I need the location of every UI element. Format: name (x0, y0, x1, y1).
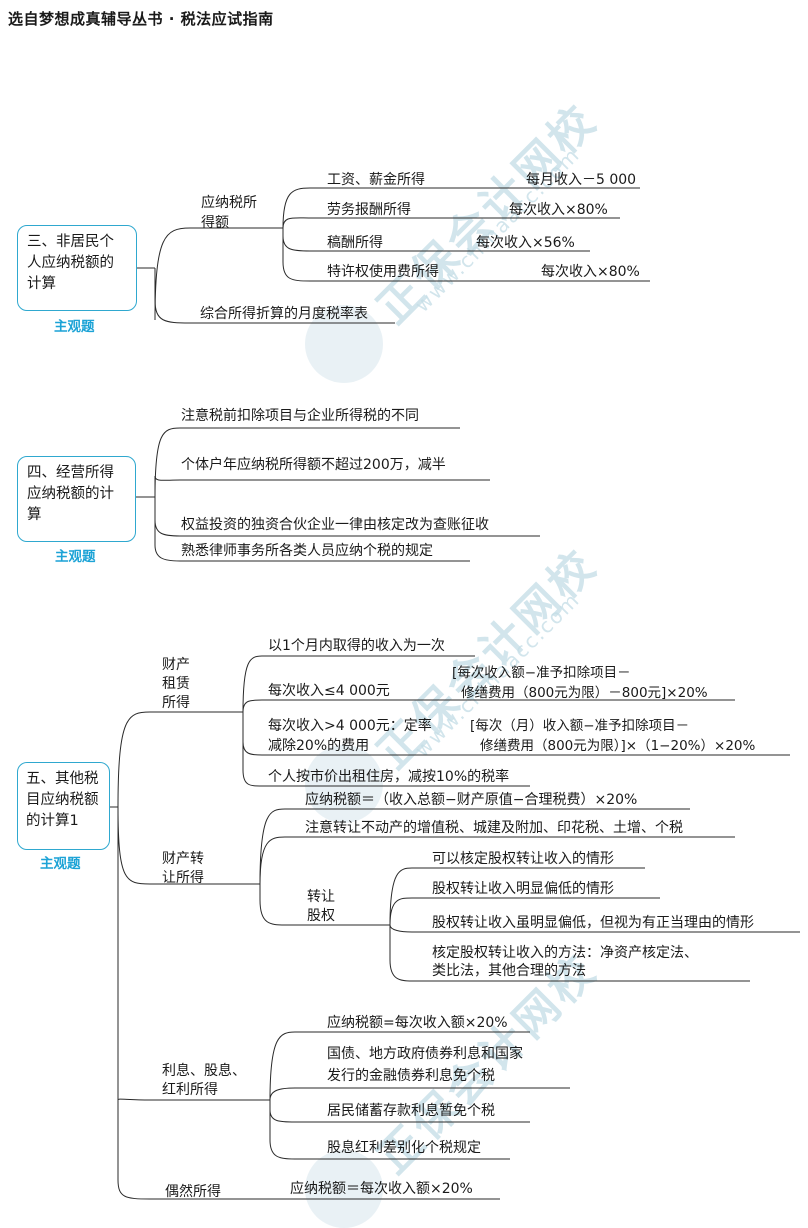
section3-item-value: 每次收入×56% (476, 235, 575, 251)
section3-topic-box: 三、非居民个人应纳税额的计算 (17, 225, 137, 311)
section4-topic-box: 四、经营所得应纳税额的计算 (17, 456, 136, 542)
section4-title: 四、经营所得应纳税额的计算 (27, 465, 114, 523)
lease-formula: 修缮费用（800元为限）]×（1−20%）×20% (480, 738, 756, 754)
section3-item-label: 劳务报酬所得 (327, 202, 411, 218)
section3-item-value: 每次收入×80% (541, 264, 640, 280)
section3-tag: 主观题 (54, 319, 95, 335)
section3-branch-monthly-rate-table: 综合所得折算的月度税率表 (200, 306, 368, 322)
section3-title: 三、非居民个人应纳税额的计算 (27, 234, 114, 292)
section4-item: 注意税前扣除项目与企业所得税的不同 (181, 408, 419, 424)
section5-tag: 主观题 (40, 856, 81, 872)
lease-label: 财产租赁所得 (162, 657, 190, 711)
section3-item-label: 特许权使用费所得 (327, 264, 439, 280)
section4-item: 个体户年应纳税所得额不超过200万，减半 (181, 457, 446, 473)
watermark-logo-icon (305, 745, 383, 823)
section4-tag: 主观题 (55, 549, 96, 565)
interest-label: 利息、股息、红利所得 (162, 1063, 246, 1098)
section3-branch-taxable-income: 应纳税所得额 (201, 195, 257, 231)
section3-item-label: 工资、薪金所得 (327, 172, 425, 188)
interest-item: 居民储蓄存款利息暂免个税 (327, 1103, 495, 1119)
transfer-label: 财产转让所得 (162, 851, 204, 886)
transfer-item: 应纳税额＝（收入总额−财产原值−合理税费）×20% (305, 792, 638, 808)
section3-item-label: 稿酬所得 (327, 235, 383, 251)
lease-formula: 修缮费用（800元为限）－800元]×20% (461, 685, 708, 701)
equity-item: 可以核定股权转让收入的情形 (432, 851, 614, 867)
equity-item: 类比法，其他合理的方法 (432, 963, 586, 979)
section4-item: 熟悉律师事务所各类人员应纳个税的规定 (181, 543, 433, 559)
lease-item: 以1个月内取得的收入为一次 (268, 638, 445, 654)
interest-item: 股息红利差别化个税规定 (327, 1140, 481, 1156)
equity-item: 股权转让收入明显偏低的情形 (432, 881, 614, 897)
equity-item: 股权转让收入虽明显偏低，但视为有正当理由的情形 (432, 915, 754, 931)
lease-item: 个人按市价出租住房，减按10%的税率 (268, 769, 510, 785)
lease-item: 每次收入≤4 000元 (268, 683, 390, 699)
section4-item: 权益投资的独资合伙企业一律由核定改为查账征收 (181, 517, 489, 533)
lease-formula: [每次（月）收入额−准予扣除项目－ (470, 718, 690, 734)
transfer-item: 注意转让不动产的增值税、城建及附加、印花税、土增、个税 (305, 820, 683, 836)
interest-item: 发行的金融债券利息免个税 (327, 1068, 495, 1084)
interest-item: 国债、地方政府债券利息和国家 (327, 1046, 523, 1062)
equity-label: 转让股权 (307, 889, 335, 924)
lease-item: 减除20%的费用 (268, 738, 370, 754)
page-header: 选自梦想成真辅导丛书 · 税法应试指南 (8, 10, 274, 28)
section3-item-value: 每月收入－5 000 (526, 172, 637, 188)
section5-title: 五、其他税目应纳税额的计算1 (26, 771, 99, 829)
occasional-item: 应纳税额＝每次收入额×20% (290, 1181, 473, 1197)
section3-item-value: 每次收入×80% (509, 202, 608, 218)
lease-formula: [每次收入额−准予扣除项目－ (452, 665, 631, 681)
lease-item: 每次收入>4 000元：定率 (268, 718, 432, 734)
interest-item: 应纳税额=每次收入额×20% (327, 1015, 508, 1031)
occasional-label: 偶然所得 (165, 1184, 221, 1200)
section5-topic-box: 五、其他税目应纳税额的计算1 (17, 762, 110, 850)
equity-item: 核定股权转让收入的方法：净资产核定法、 (432, 945, 698, 961)
watermark-logo-icon (305, 305, 383, 383)
